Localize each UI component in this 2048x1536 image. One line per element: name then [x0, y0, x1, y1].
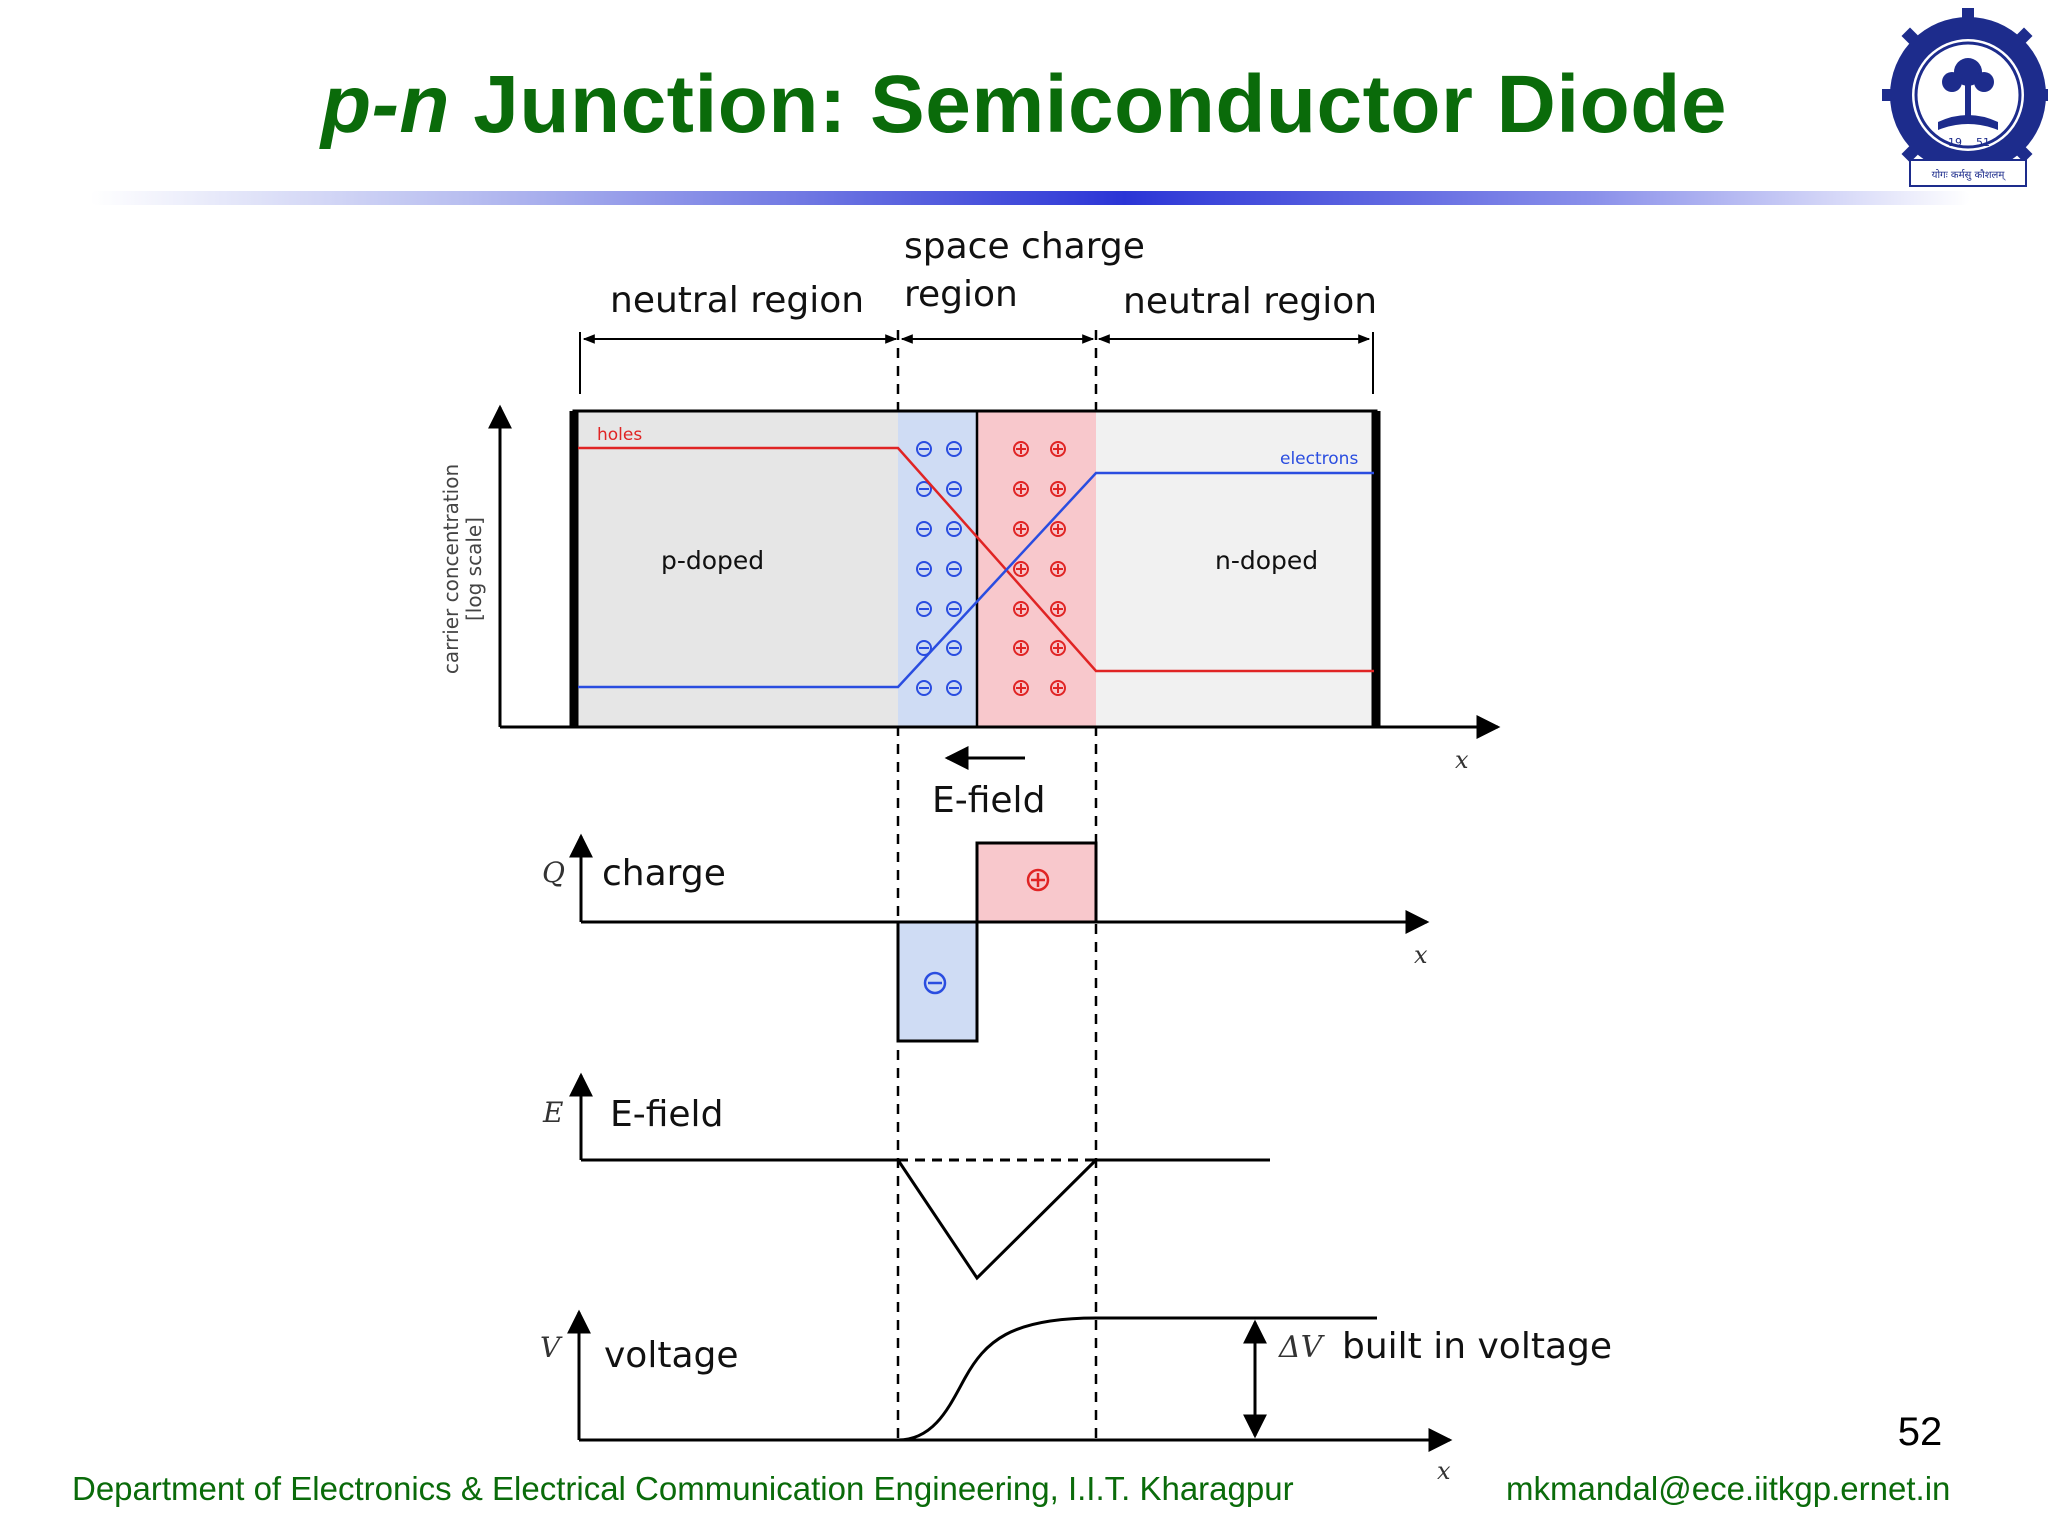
negative-charge-block [896, 920, 979, 1043]
delta-v-symbol: ΔV [1278, 1330, 1326, 1365]
logo-year-right: 51 [1976, 136, 1990, 149]
voltage-axis-symbol: V [540, 1331, 563, 1364]
title-italic-part: p-n [321, 59, 451, 150]
voltage-x-label: x [1437, 1457, 1451, 1485]
footer-department: Department of Electronics & Electrical C… [72, 1470, 1294, 1507]
n-doped-label: n-doped [1215, 546, 1318, 575]
p-doped-label: p-doped [661, 546, 764, 575]
negative-ions [916, 441, 962, 696]
charge-axis-symbol: Q [542, 856, 565, 889]
voltage-curve [579, 1316, 1377, 1442]
carrier-y-label-line1: carrier concentration [439, 464, 463, 674]
holes-curve [578, 446, 1374, 673]
label-space-charge-line1: space charge [904, 226, 1145, 267]
label-space-charge-line2: region [904, 274, 1018, 315]
label-neutral-right: neutral region [1123, 281, 1377, 322]
efield-label: E-field [610, 1094, 723, 1135]
electrons-curve [578, 471, 1374, 689]
region-extent-markers [579, 332, 1374, 394]
n-region-fill [1096, 411, 1376, 727]
title-main-part: Junction: Semiconductor Diode [450, 59, 1727, 150]
carrier-plot: holes electrons p-doped n-doped carrier … [439, 404, 1501, 774]
carrier-x-label: x [1455, 746, 1469, 774]
charge-label: charge [602, 853, 726, 894]
charge-positive-symbol [1026, 868, 1050, 892]
efield-direction-label: E-field [932, 780, 1045, 821]
slide-title: p-n Junction: Semiconductor Diode [0, 58, 2048, 152]
electrons-label: electrons [1280, 449, 1358, 469]
positive-ions [1013, 441, 1066, 696]
built-in-voltage-label: built in voltage [1342, 1326, 1612, 1367]
depletion-negative-fill [898, 411, 977, 727]
footer-email: mkmandal@ece.iitkgp.ernet.in [1506, 1470, 1951, 1507]
page-number: 52 [1897, 1410, 1943, 1454]
efield-plot: E E-field [542, 1072, 1270, 1281]
title-divider [90, 191, 1970, 205]
charge-plot: Q charge x [542, 833, 1430, 1043]
logo-tree [1938, 58, 1998, 130]
positive-charge-block [975, 841, 1098, 924]
institute-logo: 19 51 योगः कर्मसु कौशलम् [1882, 8, 2048, 187]
efield-curve [896, 1158, 1098, 1281]
charge-negative-symbol [923, 971, 947, 995]
p-region-fill [574, 411, 898, 727]
logo-year-left: 19 [1948, 136, 1962, 149]
charge-x-label: x [1414, 941, 1428, 969]
voltage-label: voltage [604, 1335, 739, 1376]
voltage-plot: V voltage ΔV built in voltage x [540, 1309, 1612, 1485]
efield-axis-symbol: E [542, 1096, 563, 1129]
logo-motto: योगः कर्मसु कौशलम् [1932, 169, 2007, 181]
carrier-y-label-line2: [log scale] [462, 517, 486, 621]
label-neutral-left: neutral region [610, 280, 864, 321]
holes-label: holes [597, 425, 642, 445]
depletion-positive-fill [977, 411, 1096, 727]
